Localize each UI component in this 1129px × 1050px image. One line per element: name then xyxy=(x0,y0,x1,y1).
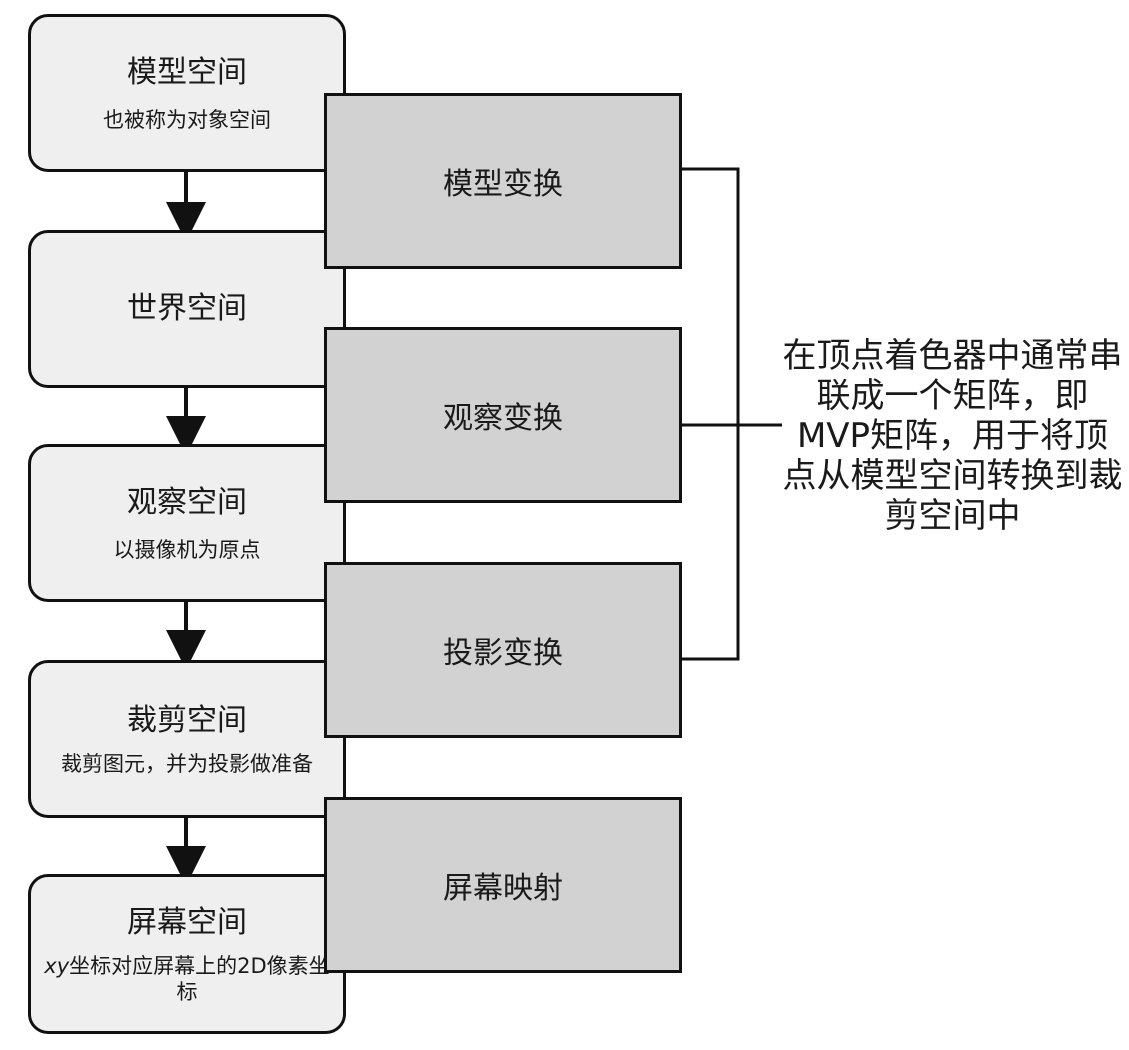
view-transform-box: 观察变换 xyxy=(324,327,682,503)
clip-space-desc: 裁剪图元，并为投影做准备 xyxy=(61,752,313,776)
world-space-box: 世界空间 xyxy=(28,230,346,388)
screen-space-title: 屏幕空间 xyxy=(127,905,247,940)
model-transform-label: 模型变换 xyxy=(443,167,563,202)
projection-transform-box: 投影变换 xyxy=(324,562,682,738)
mvp-bracket xyxy=(682,167,740,661)
screen-space-desc-text: 坐标对应屏幕上的2D像素坐标 xyxy=(69,954,330,1004)
clip-space-title: 裁剪空间 xyxy=(127,703,247,738)
clip-space-box: 裁剪空间 裁剪图元，并为投影做准备 xyxy=(28,660,346,818)
projection-transform-label: 投影变换 xyxy=(443,636,563,671)
world-space-title: 世界空间 xyxy=(127,291,247,326)
model-space-desc: 也被称为对象空间 xyxy=(103,108,271,132)
model-space-title: 模型空间 xyxy=(127,55,247,90)
screen-mapping-box: 屏幕映射 xyxy=(324,797,682,973)
screen-mapping-label: 屏幕映射 xyxy=(443,871,563,906)
view-space-desc: 以摄像机为原点 xyxy=(113,538,261,562)
screen-space-desc-em: xy xyxy=(44,954,70,978)
view-space-box: 观察空间 以摄像机为原点 xyxy=(28,444,346,602)
mvp-note: 在顶点着色器中通常串联成一个矩阵，即MVP矩阵，用于将顶点从模型空间转换到裁剪空… xyxy=(782,336,1123,536)
screen-space-box: 屏幕空间 xy坐标对应屏幕上的2D像素坐标 xyxy=(28,874,346,1034)
screen-space-desc: xy坐标对应屏幕上的2D像素坐标 xyxy=(31,953,343,1005)
view-transform-label: 观察变换 xyxy=(443,401,563,436)
model-transform-box: 模型变换 xyxy=(324,93,682,269)
model-space-box: 模型空间 也被称为对象空间 xyxy=(28,14,346,172)
view-space-title: 观察空间 xyxy=(127,485,247,520)
